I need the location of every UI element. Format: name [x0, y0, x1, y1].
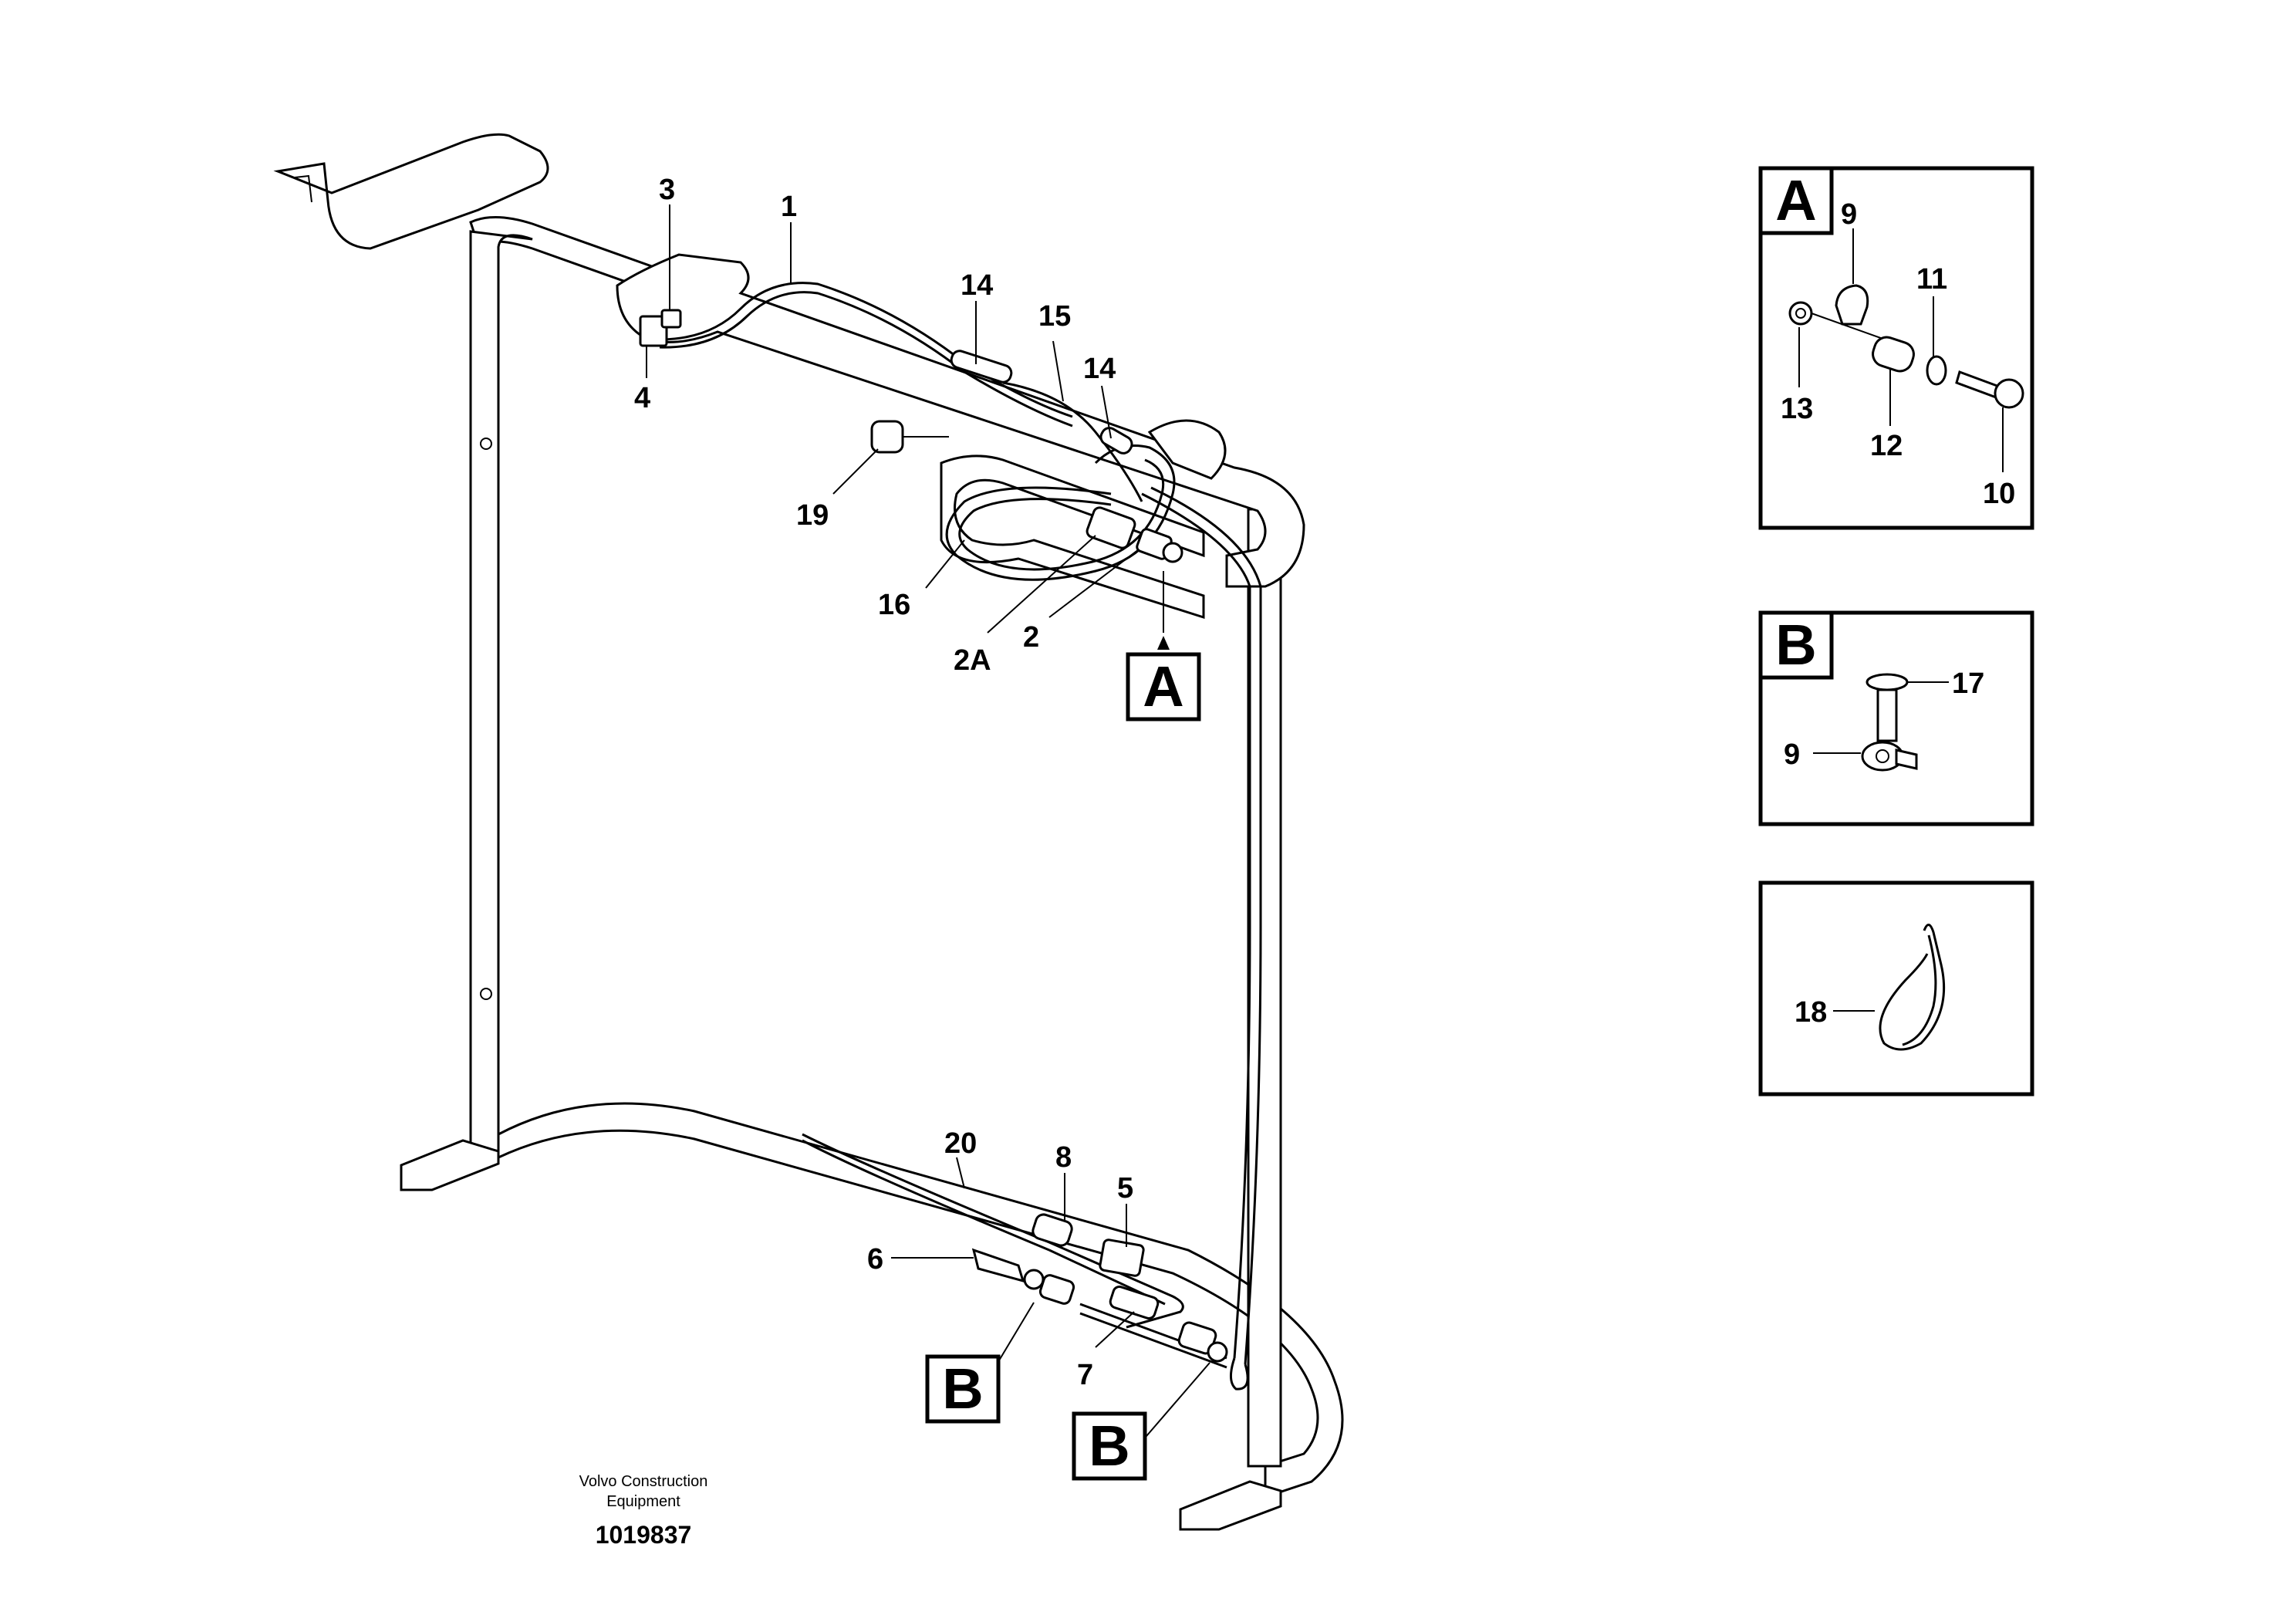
callout-19: 19: [796, 499, 829, 532]
detail-a-label-9: 9: [1841, 198, 1857, 231]
detail-a-label-12: 12: [1870, 430, 1903, 462]
callout-labels: 3 4 1 14 15 14 19 16 2A 2 20 8 5 6 7: [634, 174, 1133, 1391]
svg-text:B: B: [1089, 1414, 1129, 1478]
svg-text:A: A: [1143, 654, 1183, 718]
callout-15: 15: [1038, 300, 1071, 333]
callout-3: 3: [659, 174, 675, 206]
callout-14-lower: 14: [1083, 353, 1116, 385]
callout-7: 7: [1077, 1359, 1093, 1391]
components: [639, 309, 1228, 1363]
detail-panel-cable-tie: 18: [1758, 880, 2034, 1097]
callout-14-upper: 14: [961, 269, 993, 302]
detail-a-label-11: 11: [1916, 263, 1947, 296]
callout-16: 16: [878, 589, 910, 621]
caption-company-line2: Equipment: [606, 1493, 680, 1510]
callout-6: 6: [867, 1243, 883, 1276]
callout-5: 5: [1117, 1172, 1133, 1205]
detail-ref-b-left: B: [925, 1354, 1001, 1424]
caption-company: Volvo Construction: [579, 1473, 708, 1490]
callout-1: 1: [781, 191, 797, 223]
part-number: 1019837: [596, 1521, 692, 1549]
leader-lines: [646, 204, 1210, 1442]
detail-a-label-10: 10: [1983, 478, 2015, 510]
callout-8: 8: [1055, 1141, 1072, 1174]
callout-4: 4: [634, 382, 650, 414]
detail-panel-a: A 9 11 13 12 10: [1758, 166, 2034, 530]
callout-2: 2: [1023, 621, 1039, 654]
washer-hoses: [659, 282, 1262, 1391]
detail-b-label-9: 9: [1784, 738, 1800, 771]
callout-20: 20: [944, 1127, 977, 1160]
detail-panel-b: B 17 9: [1758, 610, 2034, 826]
svg-text:B: B: [942, 1357, 983, 1421]
detail-b-label-17: 17: [1952, 667, 1984, 700]
detail-b-letter: B: [1775, 613, 1816, 677]
callout-2a: 2A: [954, 644, 991, 677]
detail-ref-b-right: B: [1072, 1411, 1147, 1481]
detail-ref-a: A: [1126, 652, 1201, 721]
detail-c-label-18: 18: [1795, 996, 1827, 1029]
caption-block: Volvo Construction Equipment 1019837: [579, 1473, 708, 1549]
detail-a-label-13: 13: [1781, 393, 1813, 425]
cab-frame: [273, 133, 1344, 1531]
detail-a-letter: A: [1775, 168, 1816, 232]
